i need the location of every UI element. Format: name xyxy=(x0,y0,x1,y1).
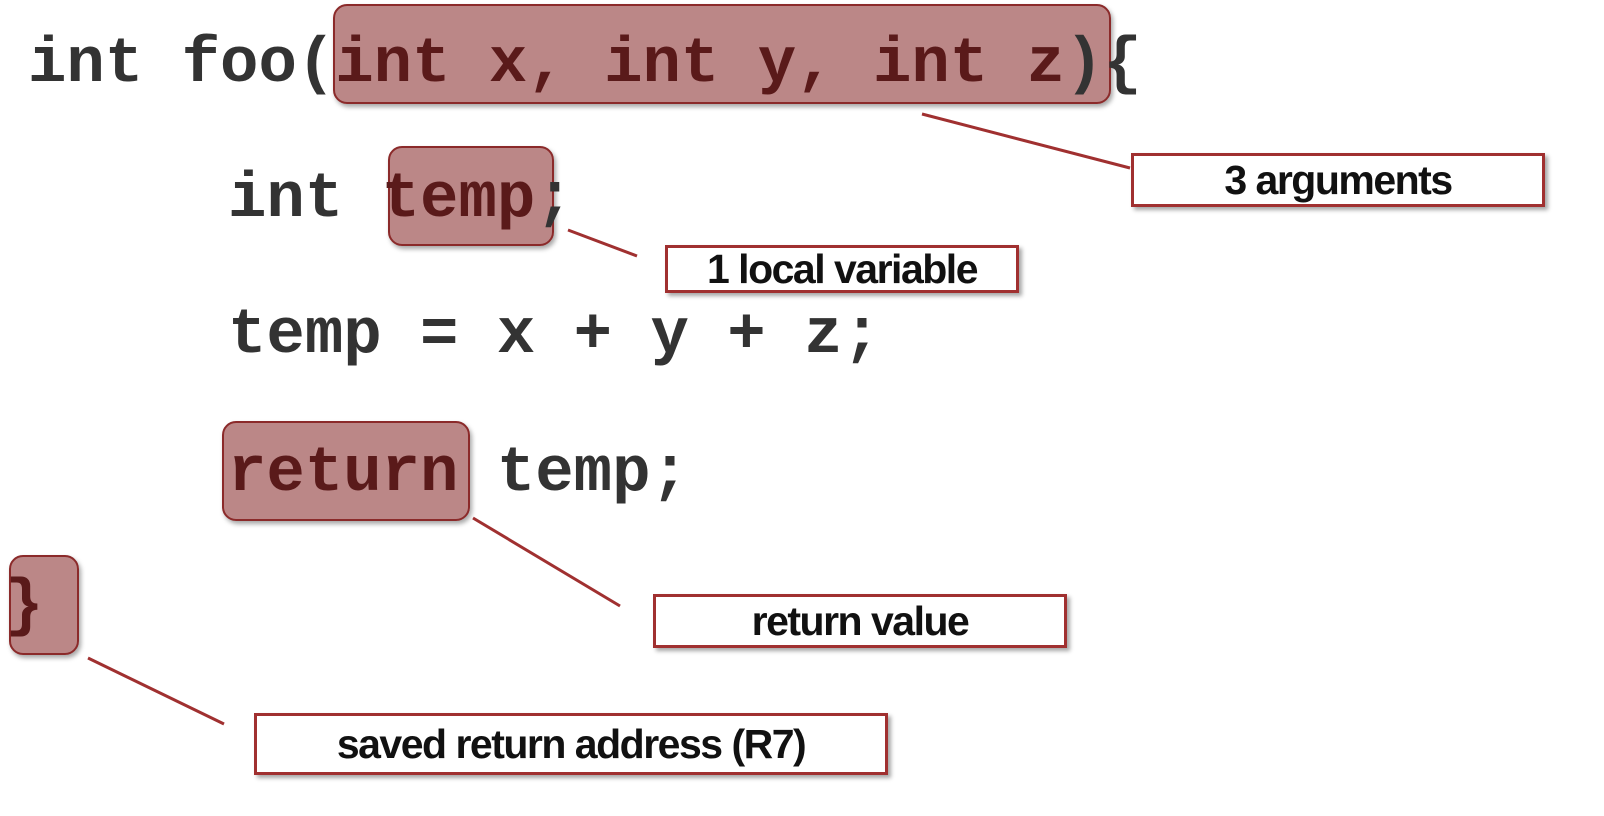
function-arguments: int x, int y, int z xyxy=(335,29,1065,101)
declaration-type: int xyxy=(228,164,382,236)
code-line-closing-brace: } xyxy=(5,575,43,639)
return-highlight xyxy=(222,421,470,521)
return-value-label: return value xyxy=(653,594,1067,648)
return-value-callout-line xyxy=(472,516,621,608)
arguments-highlight xyxy=(333,4,1111,104)
return-address-callout-line xyxy=(87,656,225,726)
local-variable-highlight xyxy=(388,146,554,246)
arguments-callout-line xyxy=(921,112,1131,170)
return-keyword: return xyxy=(228,438,459,510)
assignment-statement: temp = x + y + z; xyxy=(228,300,881,372)
code-line-assignment: temp = x + y + z; xyxy=(228,304,881,368)
function-header: int foo( xyxy=(28,29,336,101)
function-open-brace: ){ xyxy=(1064,29,1142,101)
local-variable-callout-line xyxy=(567,228,638,258)
code-line-declaration: int temp; xyxy=(228,168,574,232)
code-line-return: return temp; xyxy=(228,442,689,506)
local-variable-label: 1 local variable xyxy=(665,245,1019,293)
closing-brace-highlight xyxy=(9,555,79,655)
code-line-signature: int foo(int x, int y, int z){ xyxy=(28,33,1142,97)
closing-brace: } xyxy=(5,571,44,643)
arguments-label: 3 arguments xyxy=(1131,153,1545,207)
declaration-semicolon: ; xyxy=(535,164,574,236)
return-expression: temp; xyxy=(458,438,689,510)
local-variable-name: temp xyxy=(381,164,536,236)
return-address-label: saved return address (R7) xyxy=(254,713,888,775)
